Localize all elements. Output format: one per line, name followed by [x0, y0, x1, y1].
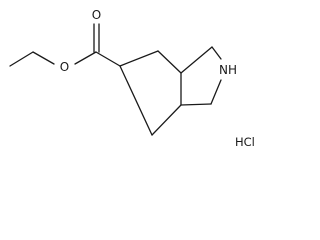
- bond-ring-c1-c6a: [180, 103, 212, 106]
- amine-nh-label: NH: [219, 63, 237, 77]
- bond-ring-c3-n: [211, 46, 222, 60]
- chemical-structure-diagram: O O NH HCl: [9, 8, 255, 149]
- ester-oxygen-label: O: [60, 60, 69, 74]
- bond-ethyl-ch2-oxygen: [32, 51, 55, 65]
- bond-ring-c6a-c6: [151, 104, 182, 136]
- hydrochloride-salt-label: HCl: [235, 135, 255, 149]
- bond-carbonyl-ring: [95, 51, 121, 67]
- bond-ring-c4-c3a: [157, 50, 182, 74]
- bond-ethyl-ch3-ch2: [9, 51, 34, 67]
- bond-ring-c6-c5: [119, 65, 153, 136]
- bond-ester-oxygen-carbonyl: [74, 51, 97, 65]
- carbonyl-oxygen-label: O: [92, 8, 101, 22]
- bond-ring-c3a-c3: [180, 46, 213, 74]
- bond-ring-n-c1: [210, 79, 222, 105]
- bond-ring-c5-c4: [119, 50, 159, 67]
